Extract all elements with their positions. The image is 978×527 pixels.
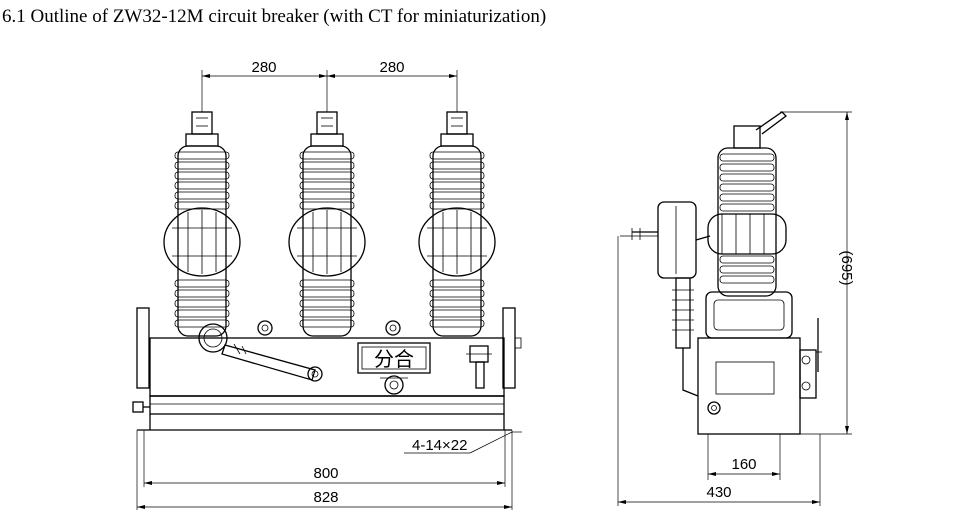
dim-label-695: (695) xyxy=(838,250,855,285)
side-tank xyxy=(697,337,801,435)
operating-lever xyxy=(221,344,316,381)
handle-ring xyxy=(198,323,228,353)
pole-middle xyxy=(288,111,366,337)
side-view: (695) xyxy=(617,111,855,506)
dim-label-280-right: 280 xyxy=(379,59,404,76)
mechanism-tank xyxy=(149,337,505,397)
figure-title: 6.1 Outline of ZW32-12M circuit breaker … xyxy=(2,6,547,27)
dimension-pole-spacing: 280 280 xyxy=(201,59,458,112)
base-frame xyxy=(149,395,505,415)
dim-label-800: 800 xyxy=(313,465,338,482)
open-close-indicator xyxy=(357,342,431,374)
dimension-mounting-holes: 4-14×22 xyxy=(404,431,522,454)
dim-label-828: 828 xyxy=(313,489,338,506)
dimension-800: 800 xyxy=(144,465,505,485)
front-view: 280 280 xyxy=(132,59,522,510)
pole-left xyxy=(163,111,241,337)
indicator-label: 分合 xyxy=(374,347,414,371)
dim-label-280-left: 280 xyxy=(251,59,276,76)
dim-label-holes: 4-14×22 xyxy=(412,437,467,454)
dimension-828: 828 xyxy=(137,489,512,509)
pole-right xyxy=(418,111,496,337)
dim-label-160: 160 xyxy=(731,456,756,473)
side-gauge xyxy=(657,201,697,279)
right-bracket xyxy=(502,307,516,389)
dimension-695: (695) xyxy=(780,111,855,435)
left-bracket xyxy=(136,307,150,389)
dimension-430: 430 xyxy=(618,484,820,504)
dim-label-430: 430 xyxy=(706,484,731,501)
dimension-160: 160 xyxy=(708,456,780,476)
